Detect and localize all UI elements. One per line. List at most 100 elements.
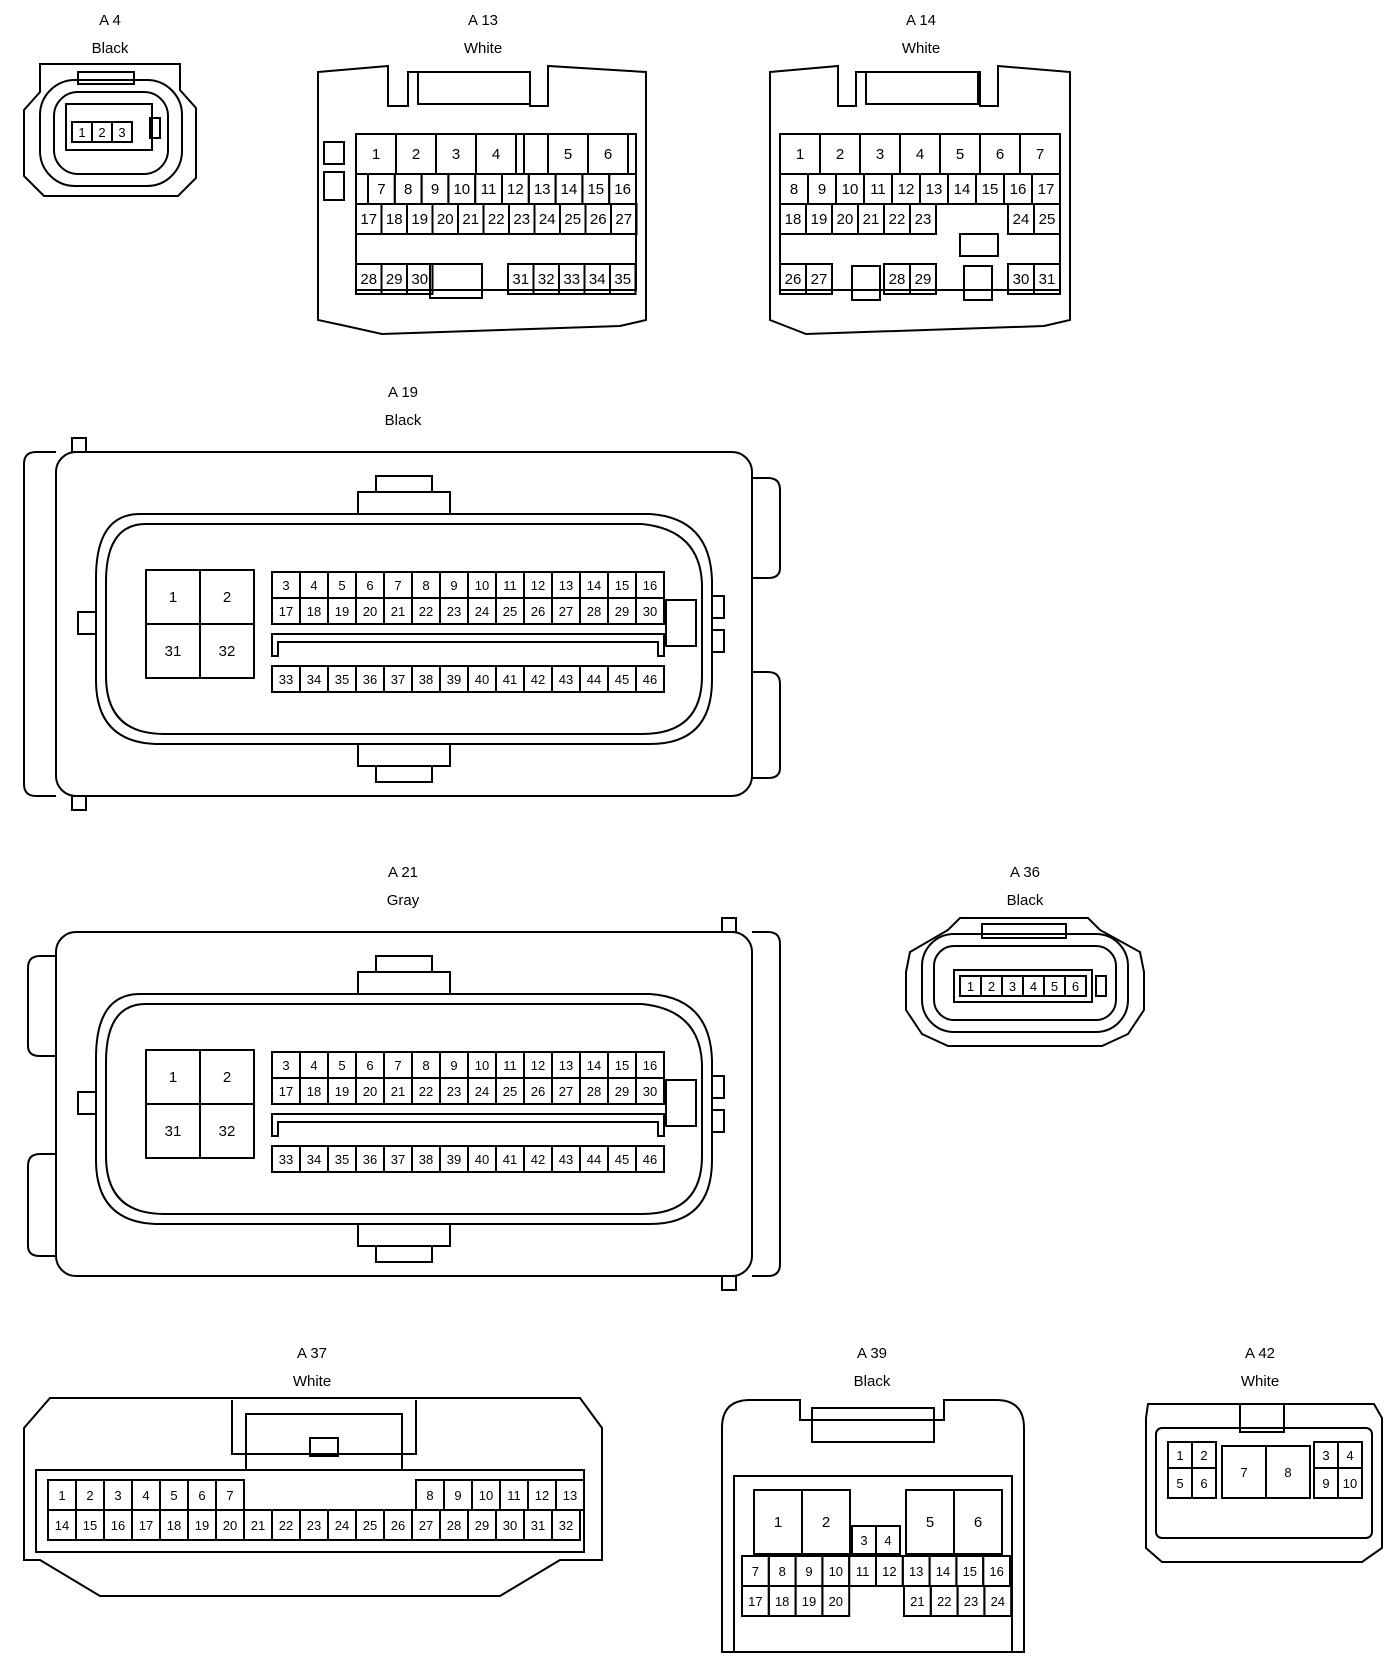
pin-number: 29 xyxy=(386,271,403,288)
pin-number: 16 xyxy=(643,1058,657,1073)
pin-number: 11 xyxy=(503,1058,517,1073)
pin-number: 3 xyxy=(860,1533,867,1548)
pin-number: 32 xyxy=(559,1518,573,1533)
latch-tab xyxy=(811,1407,935,1443)
pin-cavity xyxy=(610,203,638,235)
pin-number: 38 xyxy=(419,1152,433,1167)
pin-cavity xyxy=(199,623,255,679)
pin-number: 17 xyxy=(1038,181,1055,198)
pin-number: 27 xyxy=(811,271,828,288)
pin-number: 20 xyxy=(363,604,377,619)
pin-cavity xyxy=(406,263,434,295)
pin-number: 25 xyxy=(503,1084,517,1099)
pin-number: 6 xyxy=(974,1514,982,1531)
pin-number: 14 xyxy=(561,181,578,198)
pin-number: 19 xyxy=(195,1518,209,1533)
pin-number: 14 xyxy=(587,1058,601,1073)
pin-number: 2 xyxy=(86,1488,93,1503)
connector-housing xyxy=(1145,1403,1383,1563)
pin-area xyxy=(953,969,1093,1003)
pin-number: 28 xyxy=(447,1518,461,1533)
pin-number: 35 xyxy=(614,271,631,288)
pin-number: 34 xyxy=(307,672,321,687)
side-pin xyxy=(711,629,725,653)
top-clip xyxy=(375,475,433,493)
pin-number: 1 xyxy=(58,1488,65,1503)
pin-number: 26 xyxy=(391,1518,405,1533)
pin-number: 5 xyxy=(926,1514,934,1531)
pin-number: 33 xyxy=(563,271,580,288)
pin-number: 21 xyxy=(391,1084,405,1099)
pin-number: 29 xyxy=(915,271,932,288)
pin-number: 31 xyxy=(165,1123,182,1140)
top-latch xyxy=(231,1400,417,1455)
pin-number: 7 xyxy=(377,181,385,198)
connector-color: White xyxy=(464,40,502,57)
pin-number: 6 xyxy=(604,146,612,163)
bottom-clip xyxy=(357,743,451,767)
pin-number: 12 xyxy=(507,181,524,198)
pin-number: 33 xyxy=(279,672,293,687)
pin-number: 34 xyxy=(589,271,606,288)
pin-cavity xyxy=(1265,1445,1311,1499)
blank-cavity xyxy=(959,233,999,257)
pin-number: 3 xyxy=(282,578,289,593)
pin-number: 2 xyxy=(98,125,105,140)
pin-number: 9 xyxy=(805,1564,812,1579)
pin-number: 15 xyxy=(615,578,629,593)
pin-number: 18 xyxy=(775,1594,789,1609)
pin-number: 34 xyxy=(307,1152,321,1167)
pin-number: 8 xyxy=(779,1564,786,1579)
pin-number: 24 xyxy=(475,1084,489,1099)
connector-color: White xyxy=(1241,1373,1279,1390)
pin-number: 13 xyxy=(926,181,943,198)
pin-number: 2 xyxy=(836,146,844,163)
pin-cavity xyxy=(821,1585,851,1617)
top-clip xyxy=(357,971,451,995)
pin-number: 22 xyxy=(419,604,433,619)
pin-number: 7 xyxy=(752,1564,759,1579)
keying-rail xyxy=(271,1113,665,1137)
connector-id: A 14 xyxy=(906,12,936,29)
pin-number: 17 xyxy=(279,604,293,619)
pin-number: 4 xyxy=(1346,1448,1353,1463)
pin-number: 17 xyxy=(360,211,377,228)
pin-number: 27 xyxy=(419,1518,433,1533)
pin-number: 42 xyxy=(531,672,545,687)
connector-color: Black xyxy=(385,412,422,429)
pin-cavity xyxy=(983,1585,1013,1617)
pin-cavity xyxy=(1033,203,1061,235)
pin-number: 10 xyxy=(1343,1476,1357,1491)
pin-number: 40 xyxy=(475,672,489,687)
pin-cavity xyxy=(1033,263,1061,295)
pin-number: 1 xyxy=(796,146,804,163)
pin-number: 9 xyxy=(450,578,457,593)
pin-number: 14 xyxy=(55,1518,69,1533)
pin-number: 8 xyxy=(404,181,412,198)
pin-number: 18 xyxy=(307,604,321,619)
connector-id: A 13 xyxy=(468,12,498,29)
pin-number: 5 xyxy=(170,1488,177,1503)
pin-number: 21 xyxy=(251,1518,265,1533)
pin-number: 10 xyxy=(479,1488,493,1503)
pin-number: 32 xyxy=(219,643,236,660)
pin-number: 19 xyxy=(802,1594,816,1609)
pin-number: 44 xyxy=(587,672,601,687)
pin-number: 36 xyxy=(363,672,377,687)
pin-number: 7 xyxy=(394,578,401,593)
pin-number: 35 xyxy=(335,1152,349,1167)
bottom-clip xyxy=(357,1223,451,1247)
pin-number: 15 xyxy=(83,1518,97,1533)
pin-number: 22 xyxy=(937,1594,951,1609)
pin-number: 2 xyxy=(822,1514,830,1531)
connector-color: Black xyxy=(1007,892,1044,909)
pin-number: 10 xyxy=(453,181,470,198)
pin-number: 20 xyxy=(363,1084,377,1099)
connector-inner-shell xyxy=(921,933,1129,1033)
pin-number: 11 xyxy=(503,578,517,593)
bottom-clip xyxy=(375,765,433,783)
